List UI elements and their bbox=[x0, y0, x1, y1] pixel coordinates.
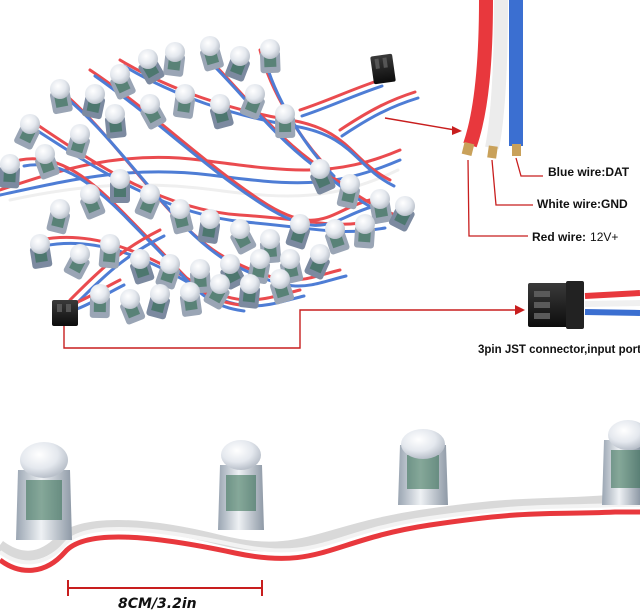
bundle-pixel bbox=[82, 84, 106, 120]
bundle-pixel bbox=[110, 169, 130, 203]
bundle-pixel bbox=[310, 159, 336, 195]
bundle-pixel bbox=[138, 49, 165, 85]
bundle-pixel bbox=[274, 104, 296, 139]
bundle-pixel bbox=[35, 144, 60, 180]
bundle-pixel bbox=[0, 154, 21, 189]
bundle-pixel bbox=[369, 189, 393, 224]
bundle-pixel bbox=[285, 214, 310, 250]
bundle-pixel bbox=[209, 94, 234, 130]
wire-closeup bbox=[461, 0, 524, 159]
bundle-pixel bbox=[110, 64, 136, 100]
bundle-pixel bbox=[388, 196, 415, 232]
arrow-to-closeup bbox=[384, 117, 462, 135]
bundle-pixel bbox=[120, 289, 146, 325]
bundle-pixel bbox=[172, 84, 196, 119]
bundle-pixel bbox=[146, 284, 171, 320]
pixel-led bbox=[602, 420, 640, 505]
bundle-pixel bbox=[80, 184, 106, 220]
bundle-pixel bbox=[199, 36, 224, 72]
pixel-spacing-label: 8CM/3.2in bbox=[118, 596, 197, 612]
bundle-pixel bbox=[155, 254, 180, 290]
bundle-pixel bbox=[65, 124, 90, 160]
bundle-pixel bbox=[140, 94, 167, 130]
bundle-pixel bbox=[270, 269, 295, 305]
bundle-pixel bbox=[46, 199, 71, 235]
bundle-pixels bbox=[0, 36, 415, 325]
bundle-pixel bbox=[239, 84, 265, 120]
spacing-bracket bbox=[67, 580, 263, 596]
red-wire-voltage: 12V+ bbox=[590, 230, 619, 244]
bundle-pixel bbox=[203, 274, 230, 310]
jst-callout bbox=[63, 305, 525, 349]
wire-callouts bbox=[467, 157, 543, 237]
jst-connector-label: 3pin JST connector,input port bbox=[478, 344, 640, 356]
bundle-pixel bbox=[220, 254, 247, 290]
bundle-pixel bbox=[197, 209, 221, 244]
bundle-pixel bbox=[259, 229, 282, 264]
bundle-pixel bbox=[336, 174, 361, 210]
bundle-pixel bbox=[130, 249, 155, 285]
pixel-chain bbox=[0, 420, 640, 573]
bundle-pixel bbox=[104, 104, 127, 139]
bundle-pixel bbox=[49, 79, 73, 115]
bundle-pixel bbox=[98, 234, 121, 269]
pixel-bundle bbox=[0, 36, 420, 326]
pixel-led bbox=[398, 429, 448, 505]
bundle-pixel bbox=[163, 42, 186, 77]
bundle-pixel bbox=[304, 244, 330, 280]
bundle-pixel bbox=[179, 282, 203, 317]
bundle-pixel bbox=[238, 274, 261, 309]
bundle-pixel bbox=[169, 199, 194, 235]
pixel-led bbox=[218, 440, 264, 530]
bundle-pixel bbox=[325, 219, 350, 255]
bundle-pixel bbox=[353, 214, 376, 249]
bundle-pixel bbox=[63, 244, 90, 280]
bundle-pixel bbox=[29, 234, 53, 269]
bundle-pixel bbox=[259, 39, 281, 74]
jst-connector bbox=[528, 281, 640, 329]
bundle-pixel bbox=[225, 46, 250, 82]
pixel-led bbox=[16, 442, 72, 540]
bundle-pixel bbox=[89, 284, 111, 319]
red-wire-label: Red wire:12V+ bbox=[532, 230, 618, 244]
bundle-pixel bbox=[14, 114, 40, 150]
white-wire-label: White wire:GND bbox=[537, 197, 628, 211]
bundle-pixel bbox=[230, 219, 257, 255]
blue-wire-label: Blue wire:DAT bbox=[548, 165, 630, 179]
bundle-pixel bbox=[134, 184, 160, 220]
red-wire-name: Red wire: bbox=[532, 230, 587, 244]
